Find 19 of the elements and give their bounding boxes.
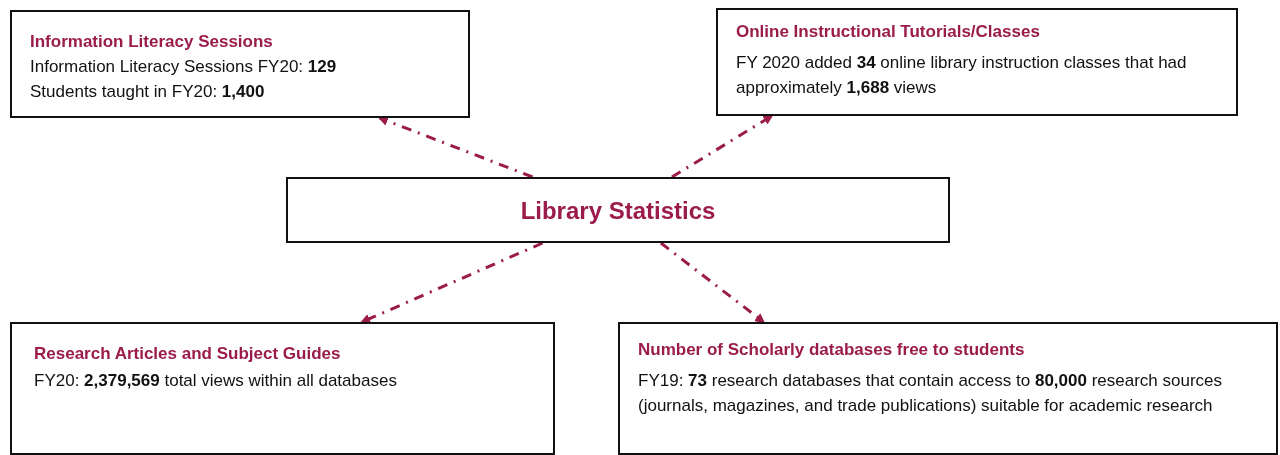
box-heading: Information Literacy Sessions (30, 32, 273, 52)
box-text: Information Literacy Sessions FY20: 129 (30, 56, 338, 78)
box-text: Students taught in FY20: 1,400 (30, 81, 266, 103)
info-box (618, 322, 1278, 455)
arrow (671, 114, 774, 179)
box-text: FY 2020 added 34 online library instruction classes that had approximately 1,688 views (736, 52, 1188, 99)
box-heading: Library Statistics (519, 197, 717, 225)
arrow (659, 241, 766, 324)
info-box (716, 8, 1238, 116)
arrow (360, 241, 544, 324)
info-box (10, 322, 555, 455)
box-text: FY20: 2,379,569 total views within all databases (34, 370, 398, 392)
title-box (286, 177, 950, 243)
arrow (377, 116, 534, 179)
box-text: FY19: 73 research databases that contain access to 80,000 research sources (journals, magazines, and trade publications) suitable for academic research (638, 370, 1224, 417)
box-heading: Research Articles and Subject Guides (34, 344, 341, 364)
box-heading: Online Instructional Tutorials/Classes (736, 22, 1040, 42)
info-box (10, 10, 470, 118)
box-heading: Number of Scholarly databases free to students (638, 340, 1025, 360)
